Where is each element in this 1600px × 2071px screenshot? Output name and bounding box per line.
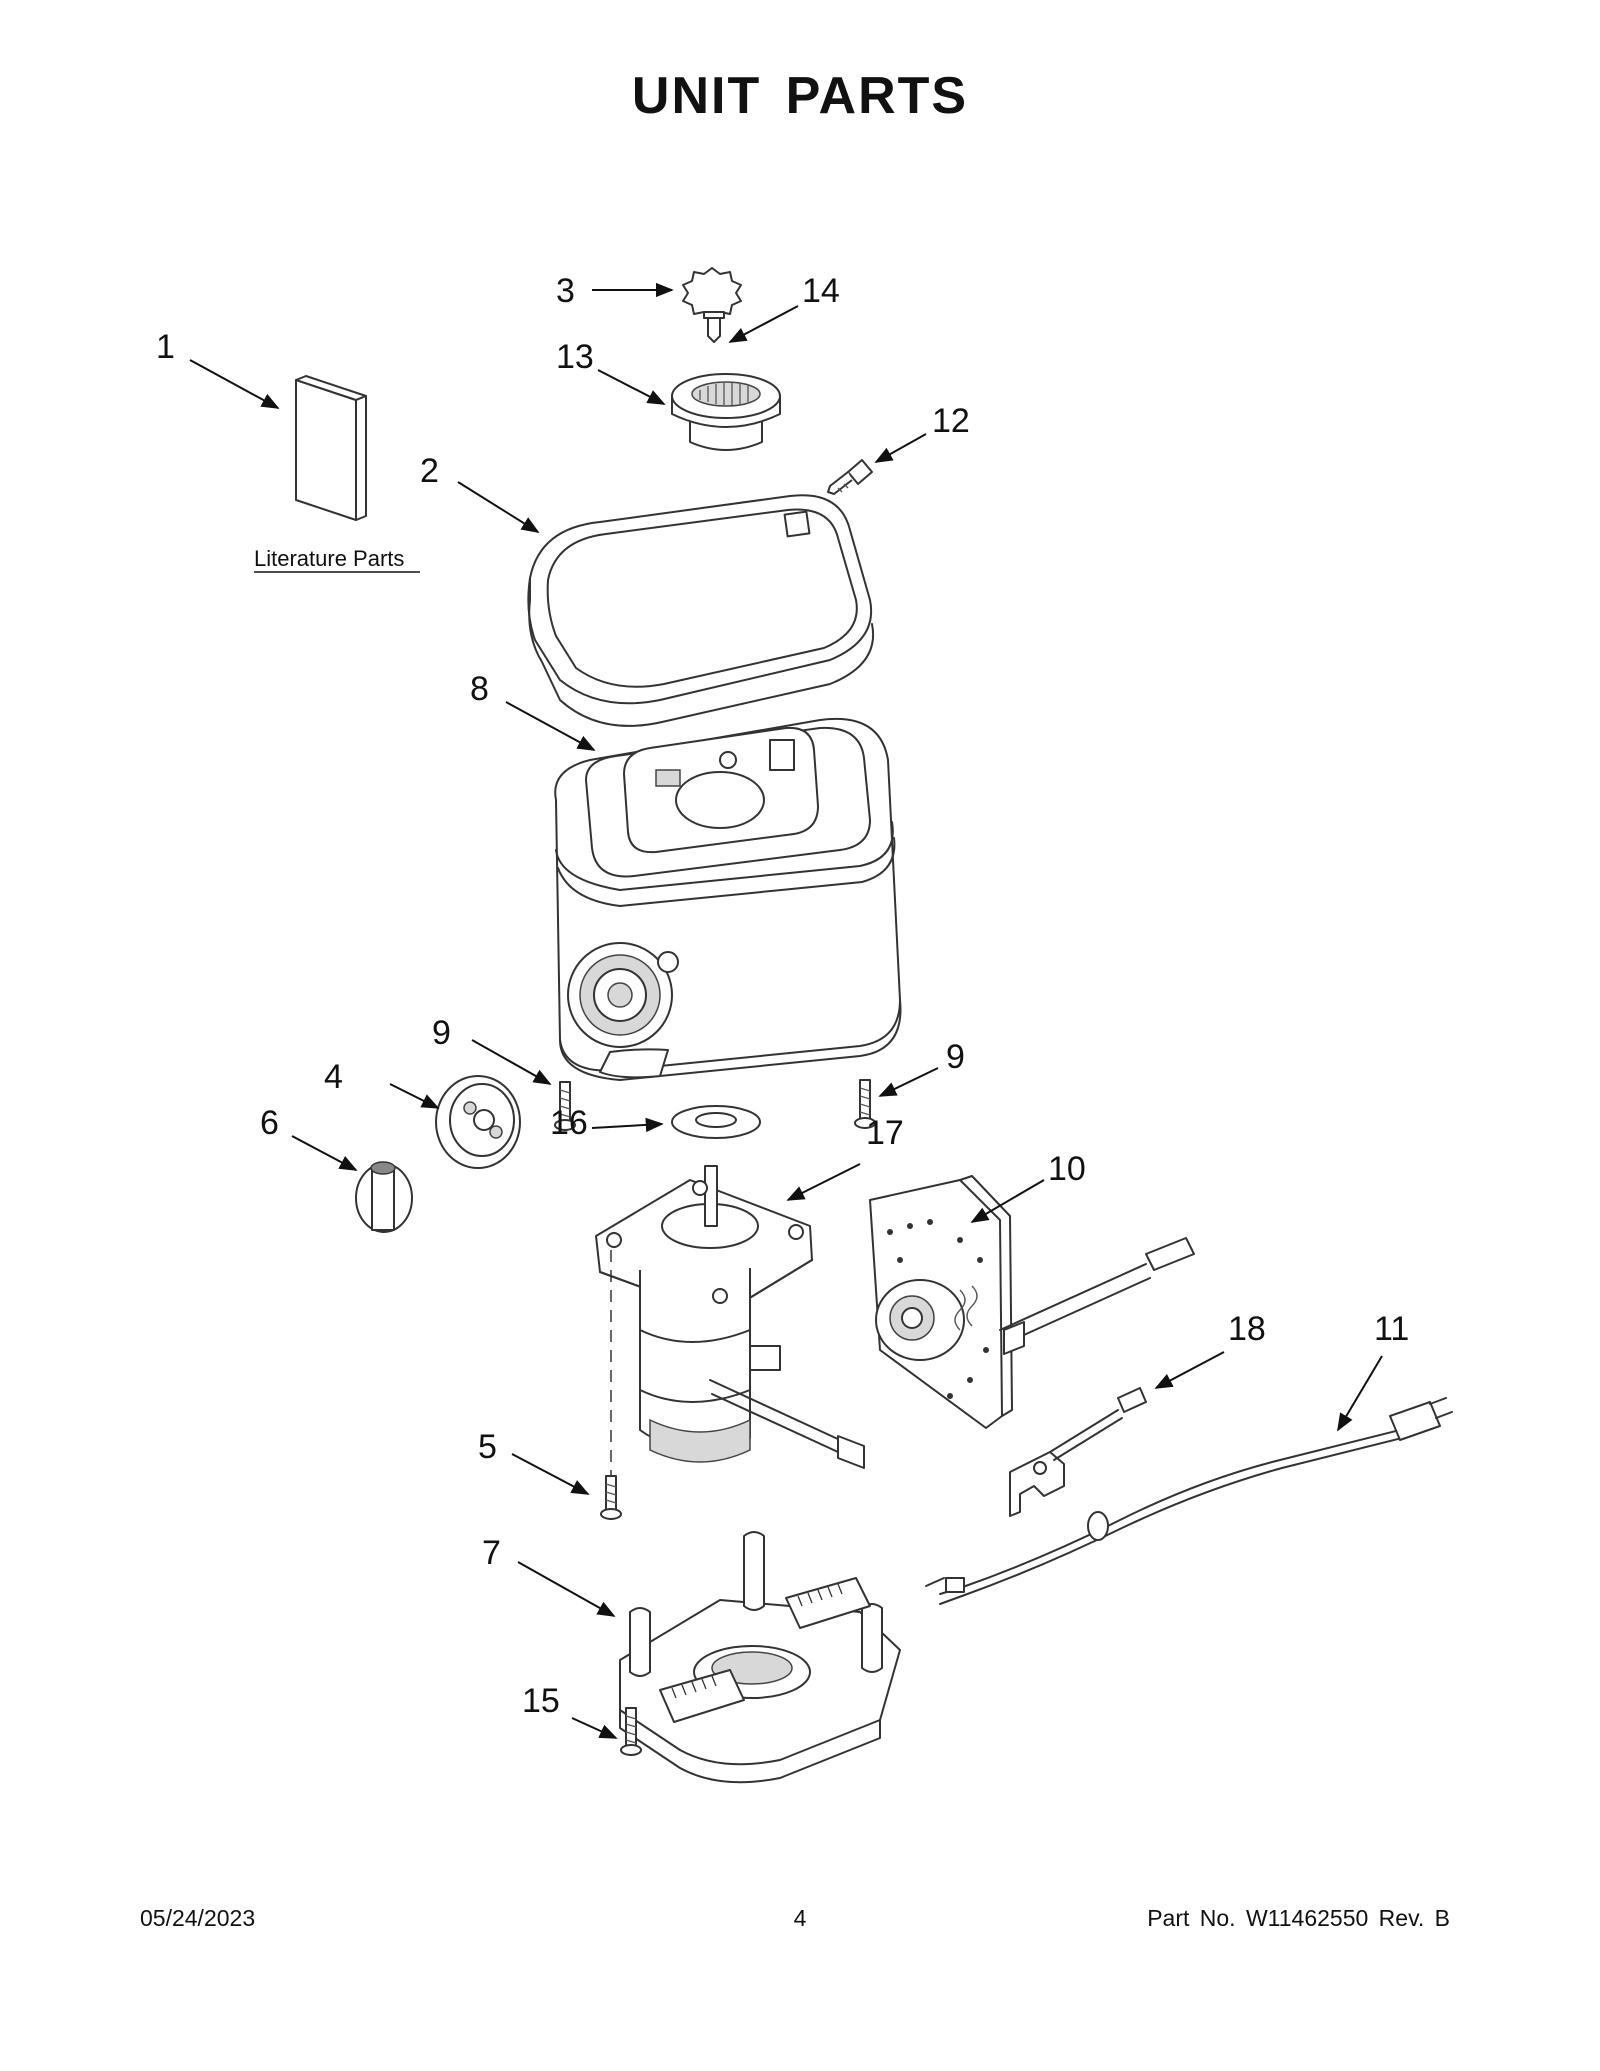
callout-1: 1 <box>156 328 175 366</box>
literature-parts-label: Literature Parts <box>254 546 404 571</box>
callout-7: 7 <box>482 1534 501 1572</box>
callout-12: 12 <box>932 402 970 440</box>
housing-screw-right <box>854 1079 876 1129</box>
literature-booklet <box>295 375 367 521</box>
base-screw-part <box>620 1707 642 1756</box>
callout-11: 11 <box>1374 1310 1409 1348</box>
washer-part <box>671 1105 761 1139</box>
callout-5: 5 <box>478 1428 497 1466</box>
footer-page-number: 4 <box>793 1905 807 1931</box>
callout-6: 6 <box>260 1104 279 1142</box>
base-part <box>619 1531 901 1784</box>
star-coupler-part <box>682 267 742 319</box>
motor-screw-part <box>600 1475 622 1520</box>
callout-9-right: 9 <box>946 1038 965 1076</box>
callout-17: 17 <box>866 1114 904 1152</box>
sensor-harness-part <box>1009 1387 1147 1517</box>
callout-16: 16 <box>550 1104 588 1142</box>
control-knob-part <box>355 1161 413 1233</box>
drive-coupling-part <box>671 373 781 451</box>
callout-10: 10 <box>1048 1150 1086 1188</box>
callout-13: 13 <box>556 338 594 376</box>
callout-leaders <box>189 282 1383 1739</box>
control-board-part <box>869 1175 1195 1429</box>
housing-screw-left <box>554 1081 576 1131</box>
side-screw-part <box>827 459 873 495</box>
main-housing-part <box>554 717 902 1081</box>
callout-2: 2 <box>420 452 439 490</box>
footer-date: 05/24/2023 <box>140 1905 256 1931</box>
small-screw-part <box>703 311 725 343</box>
callout-15: 15 <box>522 1682 560 1720</box>
callout-18: 18 <box>1228 1310 1266 1348</box>
motor-part <box>595 1165 865 1469</box>
trim-ring-part <box>527 494 875 727</box>
callout-8: 8 <box>470 670 489 708</box>
callout-9-left: 9 <box>432 1014 451 1052</box>
callout-3: 3 <box>556 272 575 310</box>
page-title: UNIT PARTS <box>631 67 969 125</box>
callout-14: 14 <box>802 272 840 310</box>
footer-part-number: Part No. W11462550 Rev. B <box>1147 1905 1450 1931</box>
power-cord-part <box>925 1397 1453 1605</box>
callout-4: 4 <box>324 1058 343 1096</box>
knob-bezel-part <box>435 1075 521 1169</box>
